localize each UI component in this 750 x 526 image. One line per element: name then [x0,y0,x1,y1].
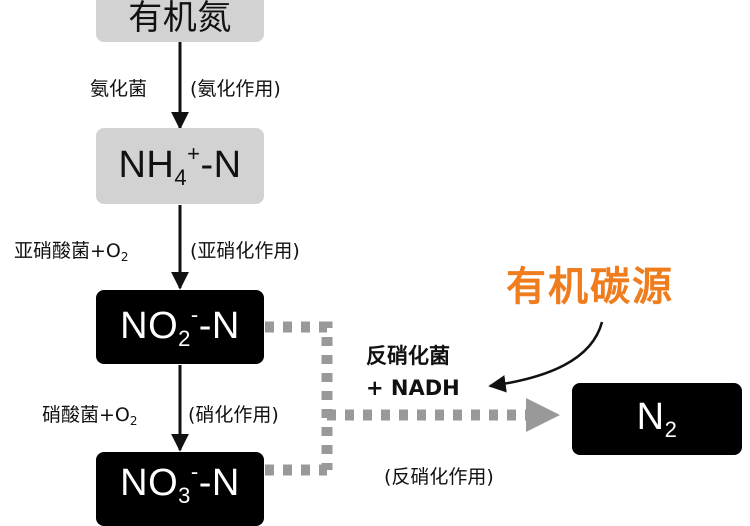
label-nitratation-process: (硝化作用) [188,404,279,426]
node-nitrogen-gas-label: N2 [636,395,678,442]
label-nitritation-process: (亚硝化作用) [190,240,300,262]
node-nitrite-label: NO2--N [120,302,240,351]
node-organic-nitrogen: 有机氮 [96,0,264,42]
label-ammonification-process: (氨化作用) [190,78,281,100]
label-denitrifying-bacteria: 反硝化菌 [366,344,450,368]
carbon-source-label: 有机碳源 [506,264,674,310]
node-nitrogen-gas: N2 [572,383,742,455]
label-ammonification-agent: 氨化菌 [90,78,148,100]
label-nitratation-agent: 硝酸菌+O2 [42,404,138,428]
node-nitrate-label: NO3--N [120,459,240,508]
node-organic-nitrogen-label: 有机氮 [128,0,232,38]
label-nadh: + NADH [366,376,460,400]
label-nitritation-agent: 亚硝酸菌+O2 [14,240,129,264]
node-nitrite: NO2--N [96,290,264,364]
label-denitrification-process: (反硝化作用) [384,466,494,488]
node-nitrate: NO3--N [96,452,264,526]
carbon-source-curved-arrow [488,321,604,393]
dotted-arrowhead [526,398,560,432]
node-ammonium-label: NH4+-N [118,141,242,190]
connector-layer [171,42,604,476]
node-ammonium: NH4+-N [96,128,264,204]
dotted-path-no2 [265,321,333,470]
